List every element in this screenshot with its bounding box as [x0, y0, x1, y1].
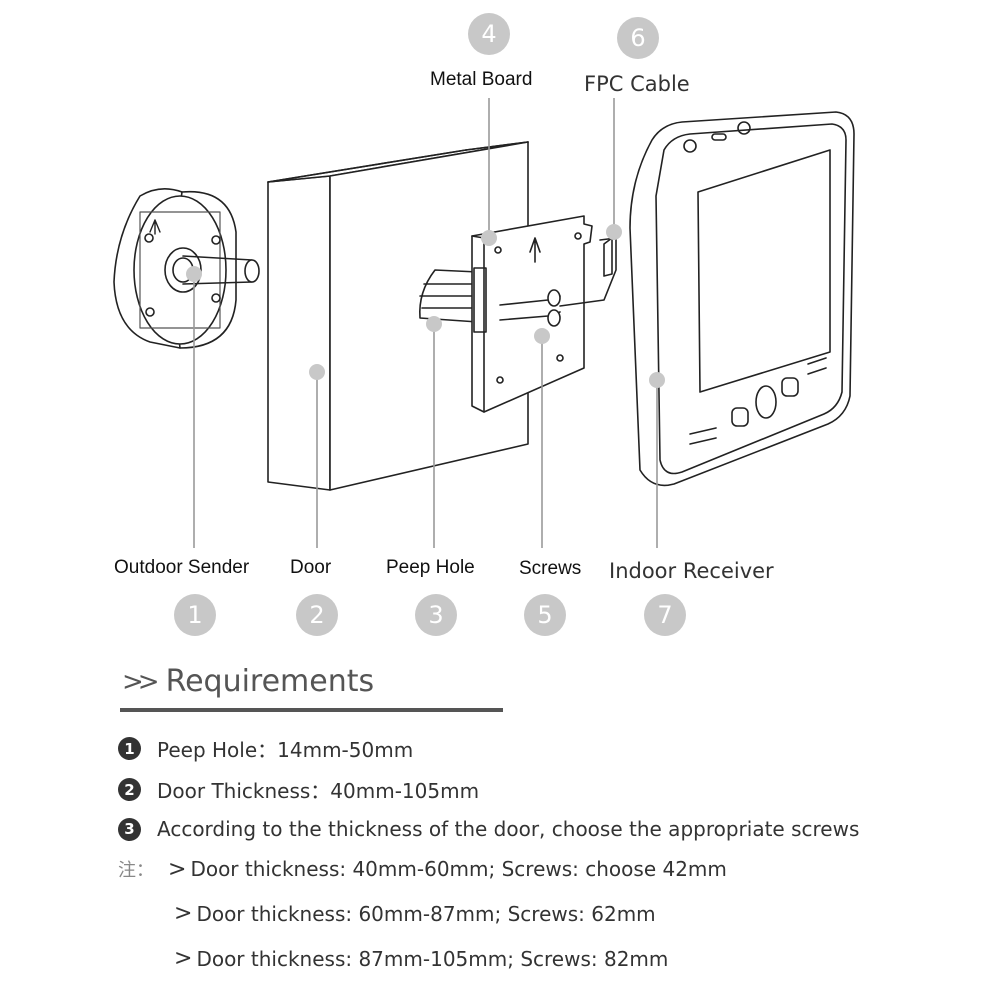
note-text: Door thickness: 60mm-87mm; Screws: 62mm: [196, 901, 656, 926]
peep-hole-illustration: [418, 269, 479, 323]
callout-label-peep-hole: Peep Hole: [386, 557, 475, 578]
indoor-receiver-illustration: [603, 111, 855, 487]
leader-dots: [186, 224, 665, 388]
note-row: 注： > Door thickness: 40mm-60mm; Screws: …: [118, 856, 727, 882]
callout-number-5: 5: [524, 594, 566, 636]
callout-label-metal-board: Metal Board: [430, 69, 533, 90]
callout-number-1: 1: [174, 594, 216, 636]
requirement-item: 2 Door Thickness：40mm-105mm: [118, 775, 479, 804]
callout-number-7: 7: [644, 594, 686, 636]
requirement-item: 1 Peep Hole：14mm-50mm: [118, 734, 413, 763]
metal-board-illustration: [471, 215, 617, 413]
callout-label-screws: Screws: [519, 558, 582, 579]
callout-number-6: 6: [617, 17, 659, 59]
requirement-text: Peep Hole：14mm-50mm: [157, 738, 414, 762]
note-text: Door thickness: 87mm-105mm; Screws: 82mm: [196, 946, 669, 971]
leader-lines: [193, 98, 658, 548]
note-label: 注：: [118, 860, 154, 881]
screws-illustration: [499, 289, 561, 327]
callout-label-outdoor-sender: Outdoor Sender: [114, 557, 250, 578]
callout-label-indoor-receiver: Indoor Receiver: [609, 559, 774, 583]
callout-number-2: 2: [296, 594, 338, 636]
bullet-number-3: 3: [118, 817, 141, 841]
callout-label-fpc-cable: FPC Cable: [584, 72, 690, 96]
bullet-number-1: 1: [118, 737, 141, 760]
note-row: > Door thickness: 60mm-87mm; Screws: 62m…: [174, 901, 656, 926]
callout-label-door: Door: [290, 557, 332, 578]
chevron-right-icon: >: [168, 856, 187, 882]
requirements-title: Requirements: [165, 664, 375, 699]
requirement-text: According to the thickness of the door, …: [157, 817, 860, 841]
note-row: > Door thickness: 87mm-105mm; Screws: 82…: [174, 946, 668, 971]
chevron-right-icon: >: [174, 901, 193, 926]
double-chevron-icon: >>: [122, 666, 159, 697]
requirements-header: >> Requirements: [122, 664, 374, 699]
note-text: Door thickness: 40mm-60mm; Screws: choos…: [190, 857, 727, 881]
requirement-text: Door Thickness：40mm-105mm: [157, 779, 480, 803]
chevron-right-icon: >: [174, 946, 193, 971]
bullet-number-2: 2: [118, 778, 141, 801]
requirement-item: 3 According to the thickness of the door…: [118, 817, 859, 841]
requirements-divider: [120, 708, 503, 712]
installation-diagram: [113, 98, 855, 548]
outdoor-sender-illustration: [113, 188, 260, 349]
callout-number-3: 3: [415, 594, 457, 636]
callout-number-4: 4: [468, 13, 510, 55]
